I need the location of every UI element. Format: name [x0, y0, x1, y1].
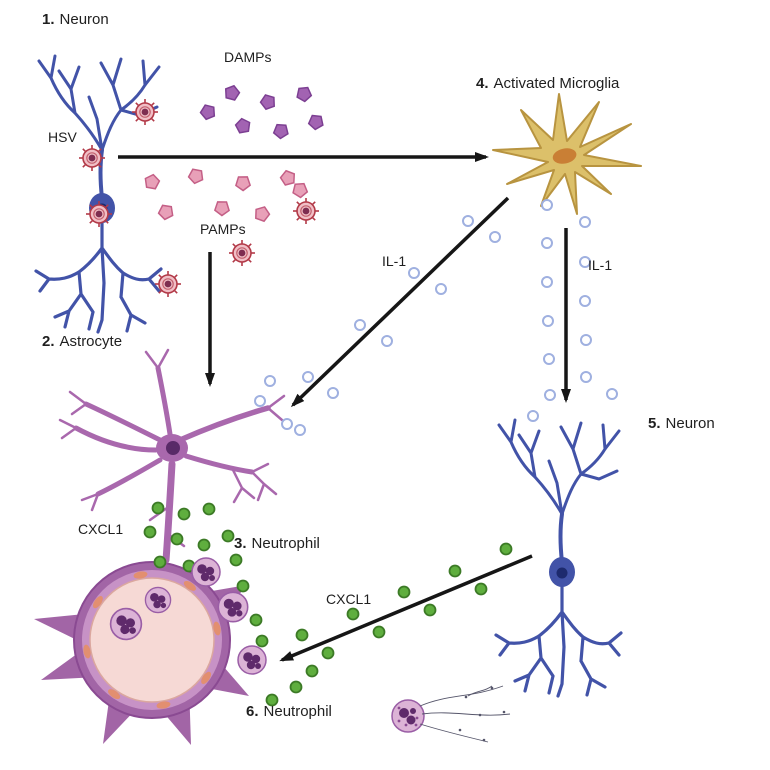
arrow-microglia-to-astrocyte	[290, 196, 510, 408]
label-astrocyte: 2.Astrocyte	[42, 333, 123, 350]
label-il1-left: IL-1	[382, 253, 407, 269]
blood-vessel-illustration	[34, 561, 249, 745]
netting-neutrophil-illustration	[391, 685, 511, 743]
label-activated-microglia: 4.Activated Microglia	[476, 75, 620, 92]
astrocyte-illustration	[58, 348, 286, 564]
il1-particles-right	[527, 199, 618, 422]
microglia-illustration	[492, 93, 642, 215]
label-neutrophil-6: 6.Neutrophil	[246, 703, 332, 720]
endothelial-cells	[83, 571, 221, 709]
label-cxcl1-mid: CXCL1	[326, 591, 372, 607]
label-il1-right: IL-1	[588, 257, 613, 273]
label-hsv: HSV	[48, 129, 77, 145]
label-neuron-1: 1.Neuron	[42, 11, 109, 28]
label-neutrophil-3: 3.Neutrophil	[234, 535, 320, 552]
arrow-neuron-to-vessel	[279, 554, 533, 662]
label-damps: DAMPs	[224, 49, 272, 65]
label-pamps: PAMPs	[200, 221, 246, 237]
cxcl1-particles-arrow	[249, 542, 513, 707]
label-neuron-5: 5.Neuron	[648, 415, 715, 432]
label-cxcl1-left: CXCL1	[78, 521, 124, 537]
damps-particles	[198, 83, 326, 141]
net-strands	[419, 685, 511, 743]
neuron-1-illustration	[34, 54, 163, 334]
neuron-5-illustration	[494, 418, 623, 698]
pamps-particles	[143, 165, 311, 223]
